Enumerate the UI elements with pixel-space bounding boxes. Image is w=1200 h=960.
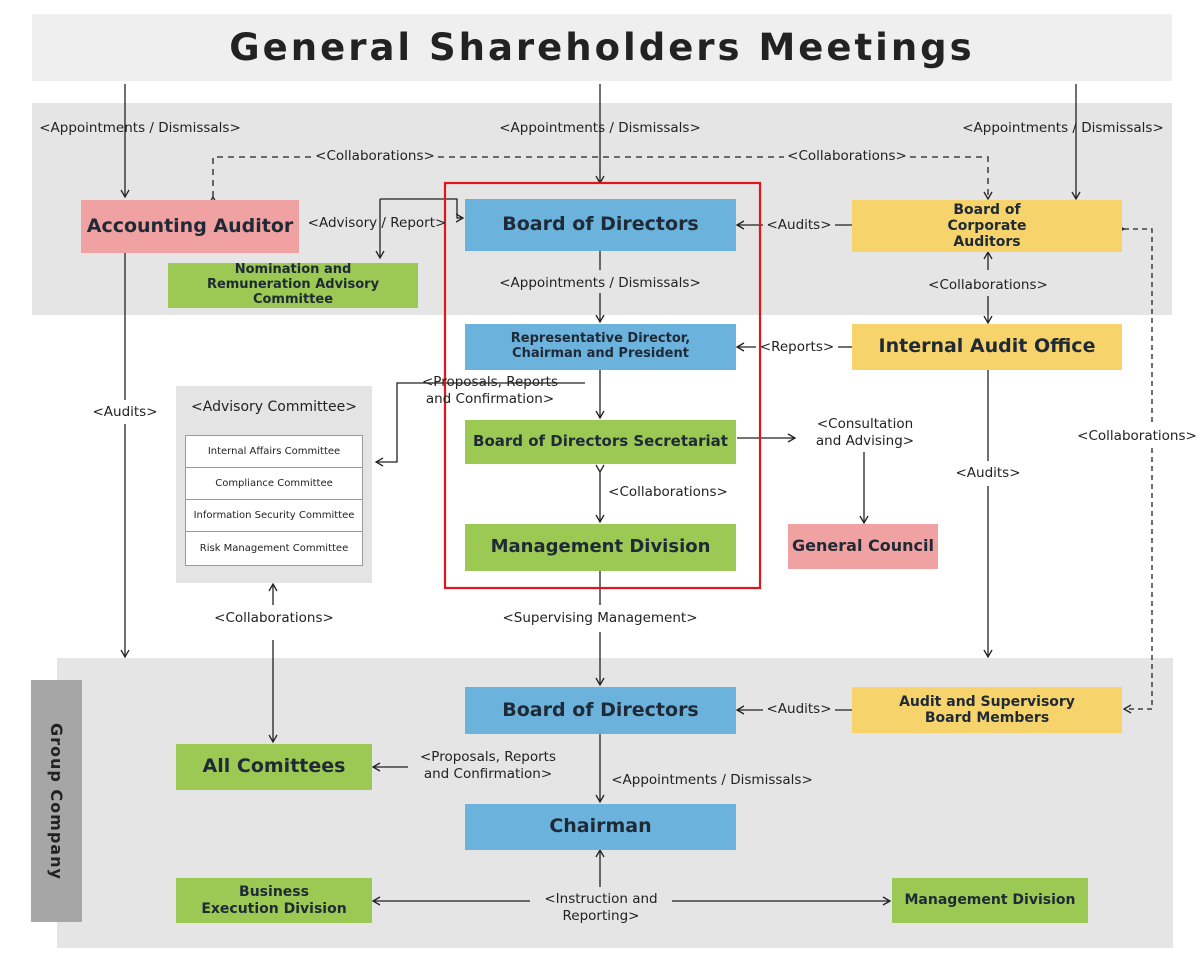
collaborations-label-secretariat: <Collaborations> [608,484,728,500]
instruction-label-line2: Reporting> [562,908,640,924]
page-title: General Shareholders Meetings [32,14,1172,81]
nomination-committee-box: Nomination and Remuneration Advisory Com… [168,262,418,308]
all-committees-box: All Comittees [176,744,372,790]
collaborations-label-auditors: <Collaborations> [928,277,1048,293]
collaborations-label-far-right: <Collaborations> [1077,428,1197,444]
advisory-report-label: <Advisory / Report> [307,215,447,231]
audit-supervisory-board-box: Audit and Supervisory Board Members [852,687,1122,733]
collaborations-label-advisory: <Collaborations> [214,610,334,626]
chairman-box: Chairman [465,804,736,850]
advisory-item: Information Security Committee [185,499,363,532]
reports-label: <Reports> [759,339,835,355]
appointments-label-center: <Appointments / Dismissals> [499,120,701,136]
audits-label-left: <Audits> [92,404,158,420]
board-of-directors-box: Board of Directors [465,199,736,251]
instruction-label-line1: <Instruction and [544,891,658,907]
advisory-item: Risk Management Committee [185,531,363,566]
advisory-committee-title: <Advisory Committee> [191,399,357,415]
internal-audit-office-box: Internal Audit Office [852,324,1122,370]
appointments-label-left: <Appointments / Dismissals> [39,120,241,136]
proposals-label-top-line1: <Proposals, Reports [421,374,558,390]
collaborations-label-left: <Collaborations> [315,148,435,164]
proposals-label-top-line2: and Confirmation> [425,391,555,407]
proposals-label-group-line1: <Proposals, Reports [419,749,556,765]
proposals-label-group-line2: and Confirmation> [423,766,553,782]
business-execution-box: Business Execution Division [176,878,372,923]
consultation-label-line1: <Consultation [816,416,914,432]
audits-label-top: <Audits> [766,217,832,233]
group-management-division-box: Management Division [892,878,1088,923]
advisory-item: Compliance Committee [185,467,363,500]
accounting-auditor-box: Accounting Auditor [81,200,299,253]
secretariat-box: Board of Directors Secretariat [465,420,736,464]
group-company-label: Group Company [47,722,66,880]
audits-label-group: <Audits> [766,701,832,717]
management-division-box: Management Division [465,524,736,571]
appointments-label-board: <Appointments / Dismissals> [499,275,701,291]
corporate-auditors-box: Board of Corporate Auditors [852,200,1122,252]
representative-director-box: Representative Director, Chairman and Pr… [465,324,736,370]
general-council-box: General Council [788,524,938,569]
audits-label-right: <Audits> [955,465,1021,481]
appointments-label-right: <Appointments / Dismissals> [962,120,1164,136]
appointments-label-group: <Appointments / Dismissals> [611,772,813,788]
supervising-management-label: <Supervising Management> [502,610,698,626]
consultation-label-line2: and Advising> [815,433,915,449]
group-board-of-directors-box: Board of Directors [465,687,736,734]
advisory-item: Internal Affairs Committee [185,435,363,468]
collaborations-label-right: <Collaborations> [787,148,907,164]
group-company-tab: Group Company [31,680,82,922]
